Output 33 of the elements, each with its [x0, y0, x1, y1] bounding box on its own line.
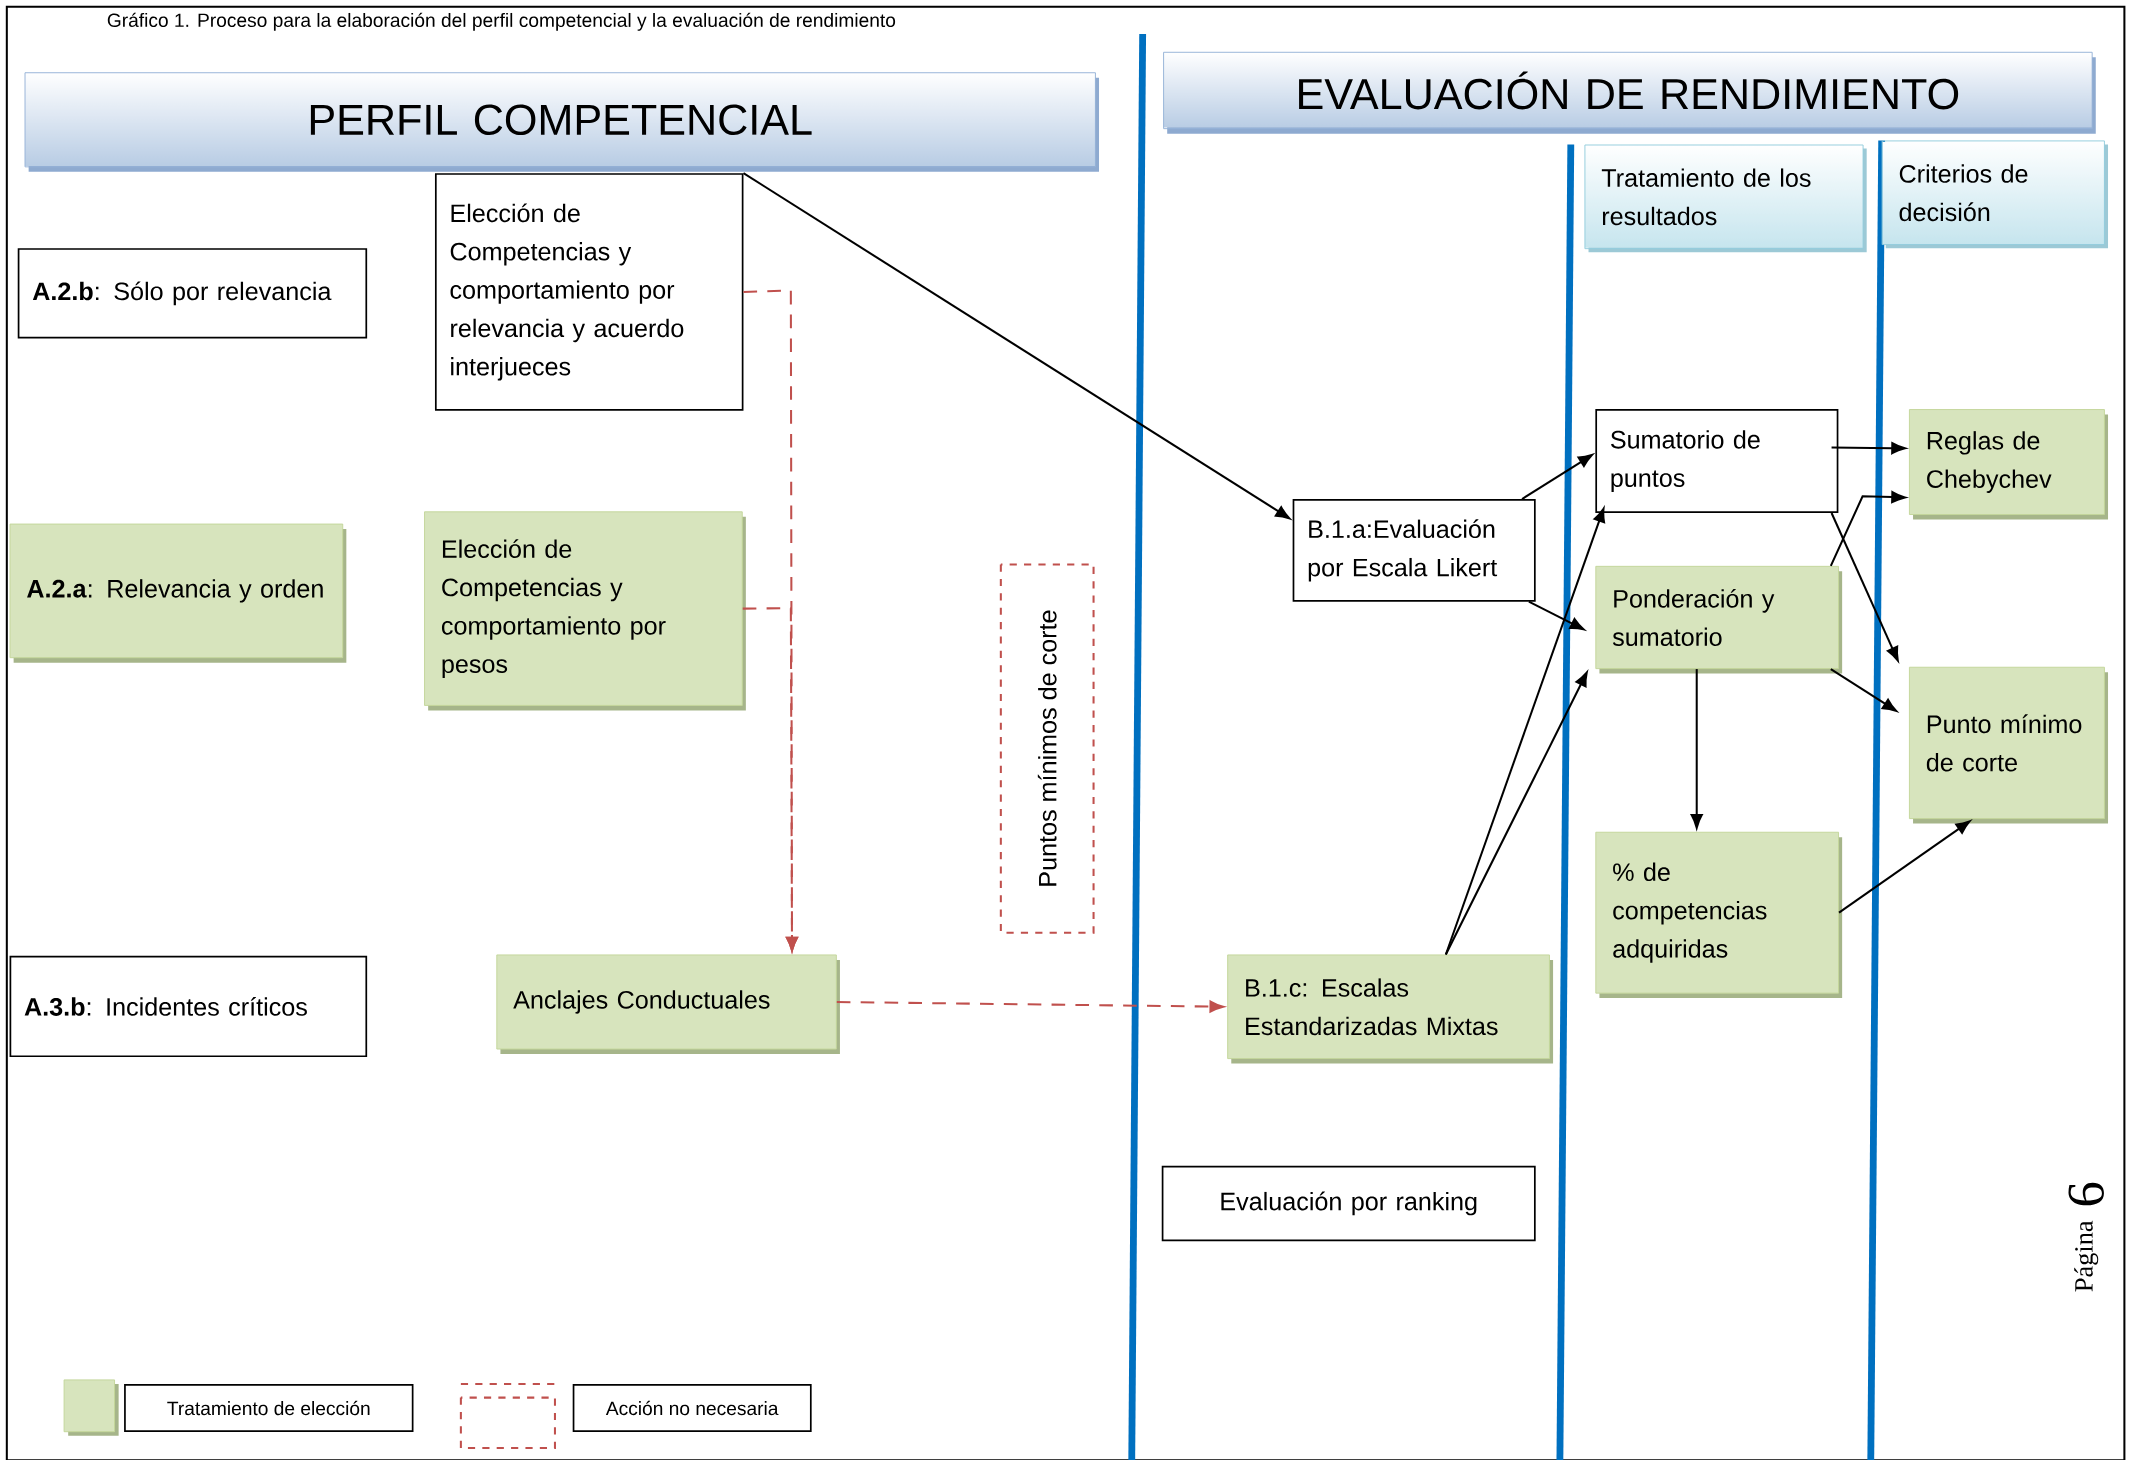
column-header: Criterios de decisión [1881, 140, 2109, 248]
arrow [1838, 820, 1971, 914]
arrow [1444, 507, 1606, 955]
arrow [1521, 453, 1593, 500]
process-box: A.2.a: Relevancia y orden [9, 523, 347, 663]
process-box: A.3.b: Incidentes críticos [9, 955, 368, 1057]
legend-label: Acción no necesaria [572, 1383, 812, 1432]
arrow [742, 606, 798, 952]
process-box: Sumatorio de puntos [1595, 408, 1839, 513]
process-box: Reglas de Chebychev [1908, 408, 2109, 520]
header-banner: PERFIL COMPETENCIAL [24, 72, 1099, 172]
process-box: Ponderación y sumatorio [1595, 565, 1843, 674]
header-banner: EVALUACIÓN DE RENDIMIENTO [1163, 51, 2096, 134]
process-box: Evaluación por ranking [1161, 1165, 1536, 1241]
arrow [1444, 671, 1588, 955]
arrow [1528, 600, 1585, 631]
process-box: A.2.b: Sólo por relevancia [17, 248, 368, 339]
column-header: Tratamiento de los resultados [1584, 144, 1867, 253]
figure-title: Gráfico 1. Proceso para la elaboración del perfil competencial y la evaluación de rendimiento [107, 12, 896, 31]
process-box: Anclajes Conductuales [496, 954, 840, 1054]
legend-label: Tratamiento de elección [124, 1383, 414, 1432]
arrow [1830, 668, 1897, 712]
process-box: % de competencias adquiridas [1595, 831, 1843, 998]
dashed-box: Puntos mínimos de corte [999, 563, 1095, 934]
arrow [836, 1000, 1225, 1013]
page-number: 6 [2068, 1182, 2104, 1206]
process-box: Elección de Competencias y comportamiento por pesos [424, 511, 746, 711]
arrow [1690, 668, 1703, 829]
process-box: B.1.a:Evaluación por Escala Likert [1292, 498, 1536, 602]
process-box: Elección de Competencias y comportamiento por relevancia y acuerdo interjueces [434, 173, 744, 411]
process-box: B.1.c: Escalas Estandarizadas Mixtas [1227, 954, 1554, 1064]
process-box: Punto mínimo de corte [1908, 666, 2109, 824]
page-number: Página [2074, 1220, 2099, 1292]
